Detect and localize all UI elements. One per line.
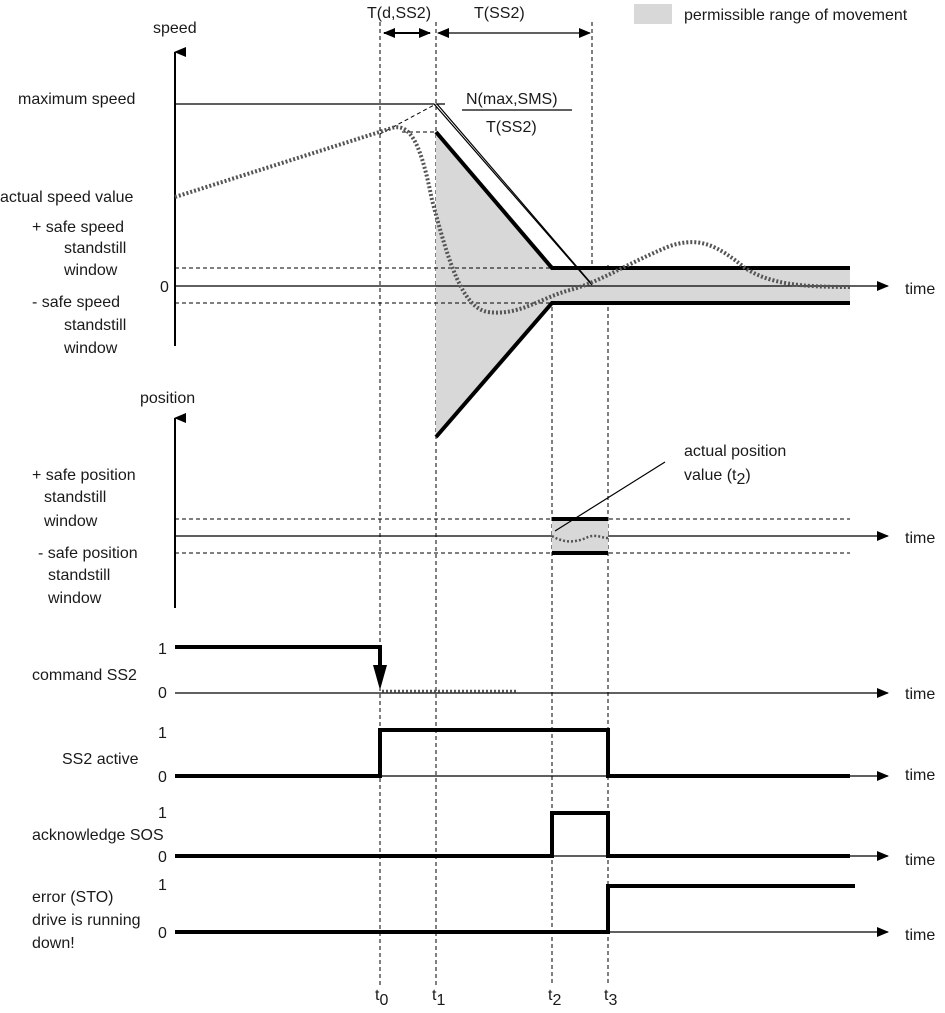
plus-position-window-label-2: standstill	[44, 489, 106, 506]
max-speed-label: maximum speed	[18, 91, 135, 108]
command-ss2-time-label: time	[905, 686, 935, 703]
minus-position-window-label-3: window	[47, 590, 102, 607]
position-time-label: time	[905, 530, 935, 547]
command-ss2-label: command SS2	[32, 667, 137, 684]
t3-label: t3	[604, 987, 617, 1009]
t1-label: t1	[432, 987, 445, 1009]
speed-lower-envelope	[434, 301, 850, 439]
minus-speed-window-label-1: - safe speed	[32, 294, 120, 311]
sto-low-label: 0	[158, 925, 167, 942]
plus-speed-window-label-2: standstill	[64, 240, 126, 257]
sto-time-label: time	[905, 927, 935, 944]
actual-speed-label: actual speed value	[0, 189, 134, 206]
plus-position-window-label-3: window	[43, 513, 98, 530]
speed-axis-label: speed	[153, 20, 197, 37]
ack-sos-time-label: time	[905, 852, 935, 869]
ack-sos-low-label: 0	[158, 849, 167, 866]
ack-sos-high-label: 1	[158, 805, 167, 822]
interval-delay-label: T(d,SS2)	[367, 5, 431, 22]
position-axis-label: position	[140, 390, 195, 407]
minus-position-window-label-2: standstill	[48, 567, 110, 584]
ss2-active-label: SS2 active	[62, 751, 139, 768]
sto-waveform	[175, 884, 855, 934]
ss2-active-low-label: 0	[158, 769, 167, 786]
speed-upper-envelope	[434, 130, 850, 270]
minus-position-window-label-1: - safe position	[38, 545, 138, 562]
speed-zero-label: 0	[160, 279, 169, 296]
max-speed-line	[175, 103, 593, 286]
plus-position-window-label-1: + safe position	[32, 467, 136, 484]
interval-ss2-label: T(SS2)	[474, 5, 525, 22]
sto-label-1: error (STO)	[32, 889, 113, 906]
legend-swatch	[634, 4, 672, 24]
ramp-formula-numerator: N(max,SMS)	[466, 91, 558, 108]
legend-label: permissible range of movement	[684, 7, 908, 24]
max-speed-ramp-inner	[436, 103, 591, 283]
plus-speed-window-label-1: + safe speed	[32, 219, 124, 236]
speed-helper-dash-slope	[379, 103, 437, 135]
t0-label: t0	[375, 987, 388, 1009]
ss2-active-high-label: 1	[158, 725, 167, 742]
sto-label-3: down!	[32, 935, 75, 952]
actual-position-pointer	[554, 461, 666, 532]
sto-high-label: 1	[158, 877, 167, 894]
ss2-active-time-label: time	[905, 767, 935, 784]
actual-position-label-2: value (t2)	[684, 467, 751, 488]
actual-position-label-1: actual position	[684, 443, 786, 460]
command-ss2-low-label: 0	[158, 685, 167, 702]
command-ss2-waveform	[175, 645, 382, 672]
actual-speed-curve	[174, 125, 851, 315]
ss2-active-waveform	[175, 728, 850, 778]
minus-speed-window-label-2: standstill	[64, 317, 126, 334]
actual-position-curve	[551, 534, 609, 543]
sto-label-2: drive is running	[32, 912, 141, 929]
speed-permissible-range	[436, 132, 850, 437]
command-ss2-arrowhead	[373, 665, 387, 690]
minus-speed-window-label-3: window	[63, 340, 118, 357]
ack-sos-label: acknowledge SOS	[32, 827, 164, 844]
speed-time-label: time	[905, 281, 935, 298]
t2-label: t2	[548, 987, 561, 1009]
ramp-formula-denominator: T(SS2)	[486, 119, 537, 136]
plus-speed-window-label-3: window	[63, 262, 118, 279]
ack-sos-waveform	[175, 811, 850, 858]
command-ss2-high-label: 1	[158, 641, 167, 658]
